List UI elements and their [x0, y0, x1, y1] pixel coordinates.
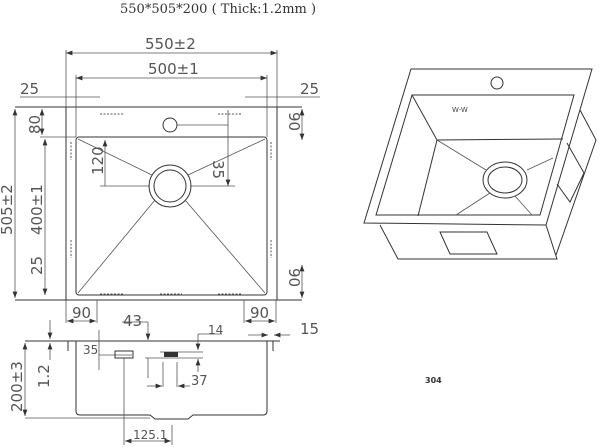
faucet-hole	[162, 117, 178, 133]
dim-top-margin: 80	[26, 115, 44, 134]
dim-37: 37	[191, 374, 208, 389]
dim-left-flange: 25	[20, 80, 39, 98]
svg-text:W-W: W-W	[452, 106, 468, 114]
drain	[148, 164, 192, 208]
dim-left-bottom: 25	[28, 256, 46, 275]
dim-drain-y: 120	[89, 146, 107, 175]
side-view: 43 14 15 35 37 200±3 1.2 125.1	[8, 312, 319, 445]
dim-14: 14	[208, 323, 223, 337]
isometric-view: W-W	[363, 68, 597, 260]
dim-35: 35	[83, 343, 98, 357]
dim-bottom-left: 90	[72, 304, 91, 322]
dim-overall-depth: 505±2	[0, 184, 16, 235]
dim-overall-width: 550±2	[145, 35, 196, 53]
dim-right-flange: 25	[300, 80, 319, 98]
dim-thickness: 1.2	[35, 364, 53, 388]
dim-15: 15	[300, 320, 319, 338]
dim-right-bottom: 90	[285, 268, 303, 287]
dim-drain-pos: 125.1	[133, 428, 167, 442]
top-view: 550±2 500±1 25 25 505±2 400±1 80 90 90 1…	[0, 35, 320, 324]
spec-title: 550*505*200 ( Thick:1.2mm )	[120, 2, 316, 17]
dim-right-top: 90	[285, 112, 303, 131]
iso-label: 304	[425, 376, 442, 385]
dim-height: 200±3	[8, 361, 26, 412]
dim-43: 43	[123, 312, 142, 330]
bowl-outline	[75, 136, 268, 296]
dim-drain-x: 35	[209, 160, 227, 179]
dim-bottom-right: 90	[250, 304, 269, 322]
dim-bowl-depth: 400±1	[28, 184, 46, 235]
dim-bowl-width: 500±1	[148, 60, 199, 78]
